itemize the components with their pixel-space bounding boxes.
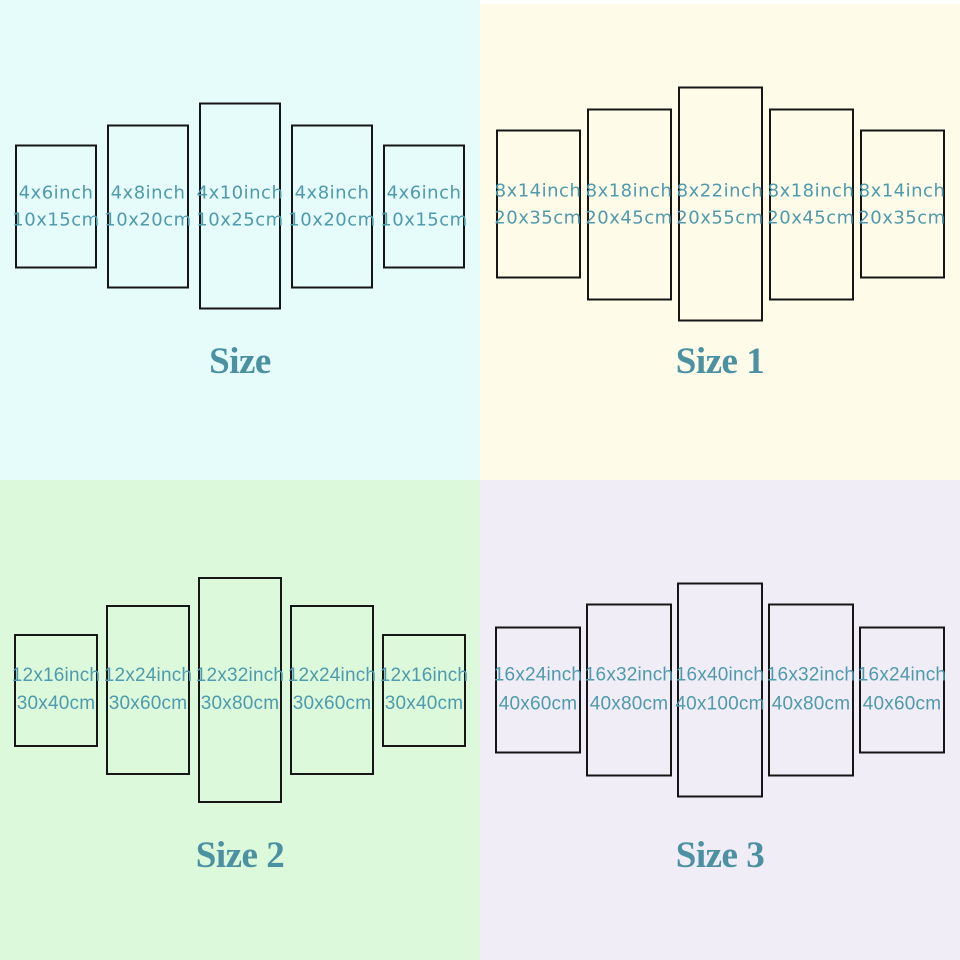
panel-inch-text: 12x32inch bbox=[195, 664, 285, 686]
panel-size-label: 4x10inch 10x25cm bbox=[196, 179, 283, 233]
canvas-panel: 12x24inch 30x60cm bbox=[104, 605, 192, 775]
canvas-panel: 8x14inch 20x35cm bbox=[858, 129, 945, 279]
canvas-panel: 4x8inch 10x20cm bbox=[104, 124, 191, 288]
panel-inch-text: 8x18inch bbox=[585, 180, 673, 201]
panel-group-size-2: 12x16inch 30x40cm 12x24inch 30x60cm 12x3… bbox=[0, 577, 480, 803]
quadrant-size-1: 8x14inch 20x35cm 8x18inch 20x45cm 8x22in… bbox=[480, 0, 960, 480]
panel-inch-text: 8x18inch bbox=[767, 180, 855, 201]
panel-cm-text: 40x60cm bbox=[862, 693, 942, 714]
panel-cm-text: 20x45cm bbox=[585, 207, 673, 228]
panel-cm-text: 30x40cm bbox=[384, 693, 464, 714]
panel-cm-text: 20x45cm bbox=[767, 207, 855, 228]
panel-cm-text: 10x20cm bbox=[104, 209, 192, 230]
panel-size-label: 12x16inch 30x40cm bbox=[380, 662, 468, 719]
canvas-panel: 16x40inch 40x100cm bbox=[675, 582, 764, 798]
panel-cm-text: 20x55cm bbox=[676, 207, 764, 228]
panel-size-label: 4x6inch 10x15cm bbox=[380, 179, 467, 233]
panel-cm-text: 10x15cm bbox=[12, 209, 100, 230]
panel-size-label: 12x24inch 30x60cm bbox=[288, 662, 376, 719]
canvas-panel: 16x24inch 40x60cm bbox=[858, 626, 946, 754]
panel-size-label: 12x24inch 30x60cm bbox=[104, 662, 192, 719]
panel-inch-text: 8x22inch bbox=[676, 180, 764, 201]
quadrant-size: 4x6inch 10x15cm 4x8inch 10x20cm 4x10inch… bbox=[0, 0, 480, 480]
canvas-panel: 8x22inch 20x55cm bbox=[676, 86, 763, 322]
quadrant-title: Size 3 bbox=[675, 835, 765, 876]
canvas-panel: 12x24inch 30x60cm bbox=[288, 605, 376, 775]
panel-size-label: 8x22inch 20x55cm bbox=[676, 177, 763, 231]
canvas-panel: 4x10inch 10x25cm bbox=[196, 102, 283, 310]
panel-cm-text: 40x80cm bbox=[771, 693, 851, 714]
panel-size-label: 8x14inch 20x35cm bbox=[494, 177, 581, 231]
panel-size-label: 16x24inch 40x60cm bbox=[494, 662, 582, 719]
panel-cm-text: 30x80cm bbox=[200, 693, 280, 714]
canvas-panel: 8x18inch 20x45cm bbox=[767, 108, 854, 300]
panel-size-label: 16x32inch 40x80cm bbox=[767, 662, 855, 719]
quadrant-title: Size bbox=[209, 341, 271, 382]
panel-group-size: 4x6inch 10x15cm 4x8inch 10x20cm 4x10inch… bbox=[0, 102, 480, 310]
canvas-panel: 8x14inch 20x35cm bbox=[494, 129, 581, 279]
panel-size-label: 16x32inch 40x80cm bbox=[585, 662, 673, 719]
panel-inch-text: 12x16inch bbox=[379, 664, 469, 686]
panel-inch-text: 12x24inch bbox=[103, 664, 193, 686]
canvas-panel: 16x32inch 40x80cm bbox=[767, 603, 855, 777]
canvas-panel: 4x6inch 10x15cm bbox=[380, 144, 467, 268]
quadrant-title: Size 2 bbox=[195, 835, 285, 876]
panel-size-label: 4x6inch 10x15cm bbox=[12, 179, 99, 233]
panel-inch-text: 4x8inch bbox=[294, 182, 370, 203]
panel-inch-text: 16x32inch bbox=[584, 664, 674, 686]
canvas-panel: 16x32inch 40x80cm bbox=[585, 603, 673, 777]
panel-size-label: 4x8inch 10x20cm bbox=[288, 179, 375, 233]
canvas-panel: 8x18inch 20x45cm bbox=[585, 108, 672, 300]
canvas-panel: 12x16inch 30x40cm bbox=[12, 633, 100, 747]
panel-size-label: 4x8inch 10x20cm bbox=[104, 179, 191, 233]
panel-cm-text: 40x80cm bbox=[589, 693, 669, 714]
panel-cm-text: 10x25cm bbox=[196, 209, 284, 230]
panel-size-label: 8x18inch 20x45cm bbox=[767, 177, 854, 231]
panel-size-label: 16x24inch 40x60cm bbox=[858, 662, 946, 719]
panel-inch-text: 4x8inch bbox=[110, 182, 186, 203]
canvas-panel: 4x8inch 10x20cm bbox=[288, 124, 375, 288]
panel-cm-text: 30x60cm bbox=[292, 693, 372, 714]
panel-inch-text: 16x24inch bbox=[493, 664, 583, 686]
panel-inch-text: 16x40inch bbox=[675, 664, 765, 686]
panel-group-size-3: 16x24inch 40x60cm 16x32inch 40x80cm 16x4… bbox=[480, 582, 960, 798]
panel-inch-text: 8x14inch bbox=[494, 180, 582, 201]
panel-inch-text: 8x14inch bbox=[858, 180, 946, 201]
panel-inch-text: 4x10inch bbox=[196, 182, 284, 203]
canvas-panel: 4x6inch 10x15cm bbox=[12, 144, 99, 268]
panel-cm-text: 10x20cm bbox=[288, 209, 376, 230]
panel-cm-text: 30x60cm bbox=[108, 693, 188, 714]
panel-cm-text: 30x40cm bbox=[16, 693, 96, 714]
panel-cm-text: 40x60cm bbox=[498, 693, 578, 714]
panel-size-label: 12x16inch 30x40cm bbox=[12, 662, 100, 719]
panel-cm-text: 20x35cm bbox=[494, 207, 582, 228]
panel-inch-text: 4x6inch bbox=[386, 182, 462, 203]
quadrant-size-2: 12x16inch 30x40cm 12x24inch 30x60cm 12x3… bbox=[0, 480, 480, 960]
canvas-panel: 12x32inch 30x80cm bbox=[196, 577, 284, 803]
panel-inch-text: 12x24inch bbox=[287, 664, 377, 686]
panel-size-label: 12x32inch 30x80cm bbox=[196, 662, 284, 719]
panel-group-size-1: 8x14inch 20x35cm 8x18inch 20x45cm 8x22in… bbox=[480, 86, 960, 322]
panel-cm-text: 20x35cm bbox=[858, 207, 946, 228]
panel-size-label: 8x14inch 20x35cm bbox=[858, 177, 945, 231]
canvas-panel: 12x16inch 30x40cm bbox=[380, 633, 468, 747]
panel-inch-text: 12x16inch bbox=[11, 664, 101, 686]
panel-cm-text: 10x15cm bbox=[380, 209, 468, 230]
quadrant-title: Size 1 bbox=[675, 341, 765, 382]
panel-cm-text: 40x100cm bbox=[675, 693, 765, 714]
quadrant-size-3: 16x24inch 40x60cm 16x32inch 40x80cm 16x4… bbox=[480, 480, 960, 960]
panel-inch-text: 16x24inch bbox=[857, 664, 947, 686]
panel-inch-text: 16x32inch bbox=[766, 664, 856, 686]
canvas-panel: 16x24inch 40x60cm bbox=[494, 626, 582, 754]
panel-inch-text: 4x6inch bbox=[18, 182, 94, 203]
panel-size-label: 16x40inch 40x100cm bbox=[675, 662, 764, 719]
panel-size-label: 8x18inch 20x45cm bbox=[585, 177, 672, 231]
